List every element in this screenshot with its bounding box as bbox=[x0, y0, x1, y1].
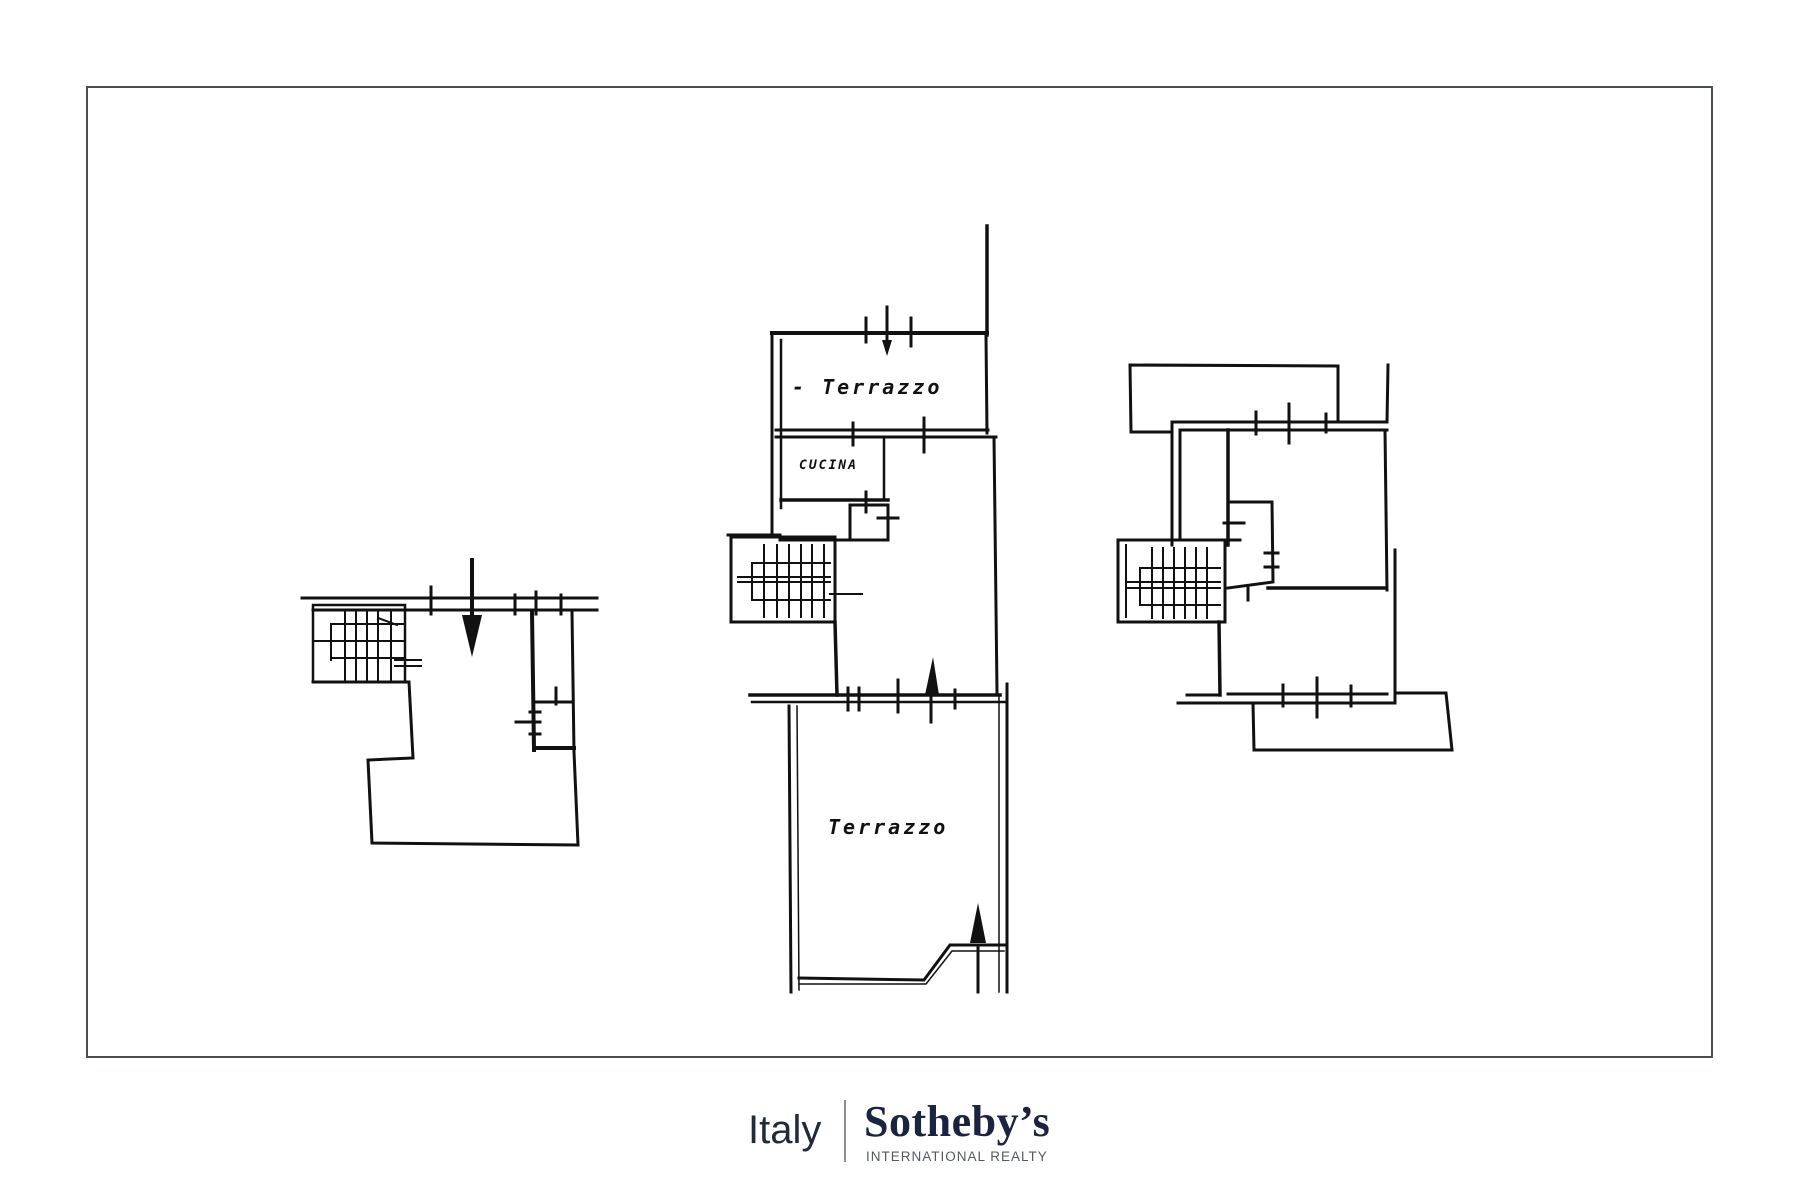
floor-plan-frame bbox=[86, 86, 1713, 1058]
left-floor-plan bbox=[300, 558, 599, 847]
upper-terrace-label: - Terrazzo bbox=[792, 375, 943, 399]
kitchen-label: CUCINA bbox=[799, 458, 858, 473]
logo-brand-text: Sotheby’s bbox=[864, 1097, 1051, 1146]
logo-divider bbox=[844, 1100, 846, 1162]
lower-terrace-label: Terrazzo bbox=[828, 815, 949, 839]
right-floor-plan bbox=[1116, 363, 1454, 752]
sothebys-logo: Italy Sotheby’s INTERNATIONAL REALTY bbox=[748, 1097, 1068, 1168]
logo-region-text: Italy bbox=[748, 1108, 822, 1152]
logo-tagline-text: INTERNATIONAL REALTY bbox=[866, 1149, 1048, 1164]
middle-floor-plan bbox=[726, 224, 1009, 994]
